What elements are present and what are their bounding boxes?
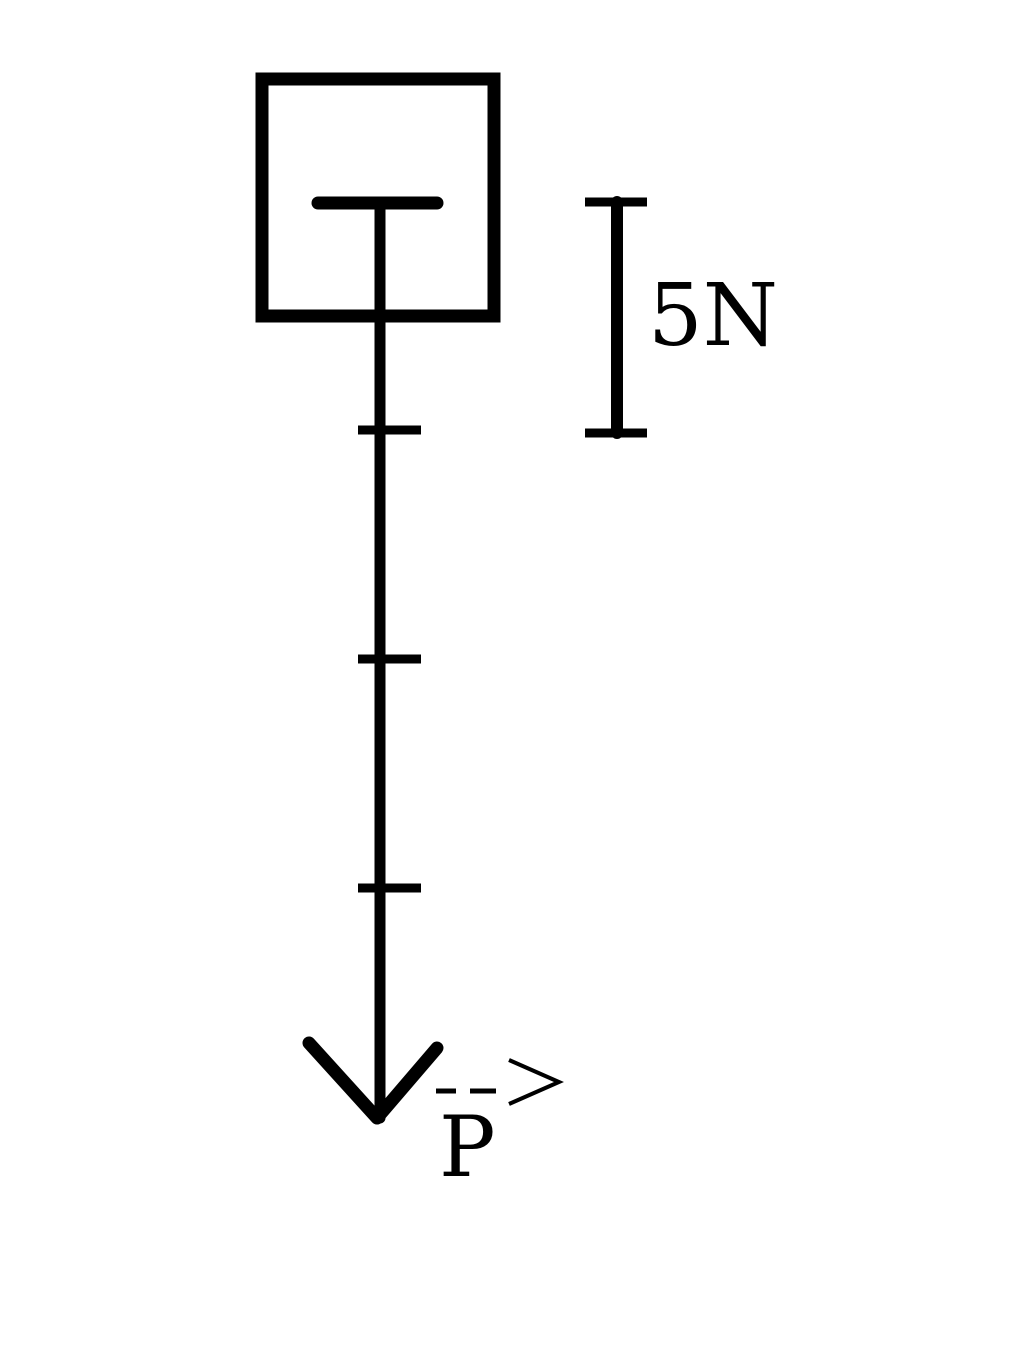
vector-label-arrow-chevron bbox=[508, 1058, 564, 1106]
scale-label: 5N bbox=[648, 266, 778, 366]
force-vector-arrowhead bbox=[302, 1036, 444, 1125]
vector-label: P bbox=[439, 1098, 496, 1196]
